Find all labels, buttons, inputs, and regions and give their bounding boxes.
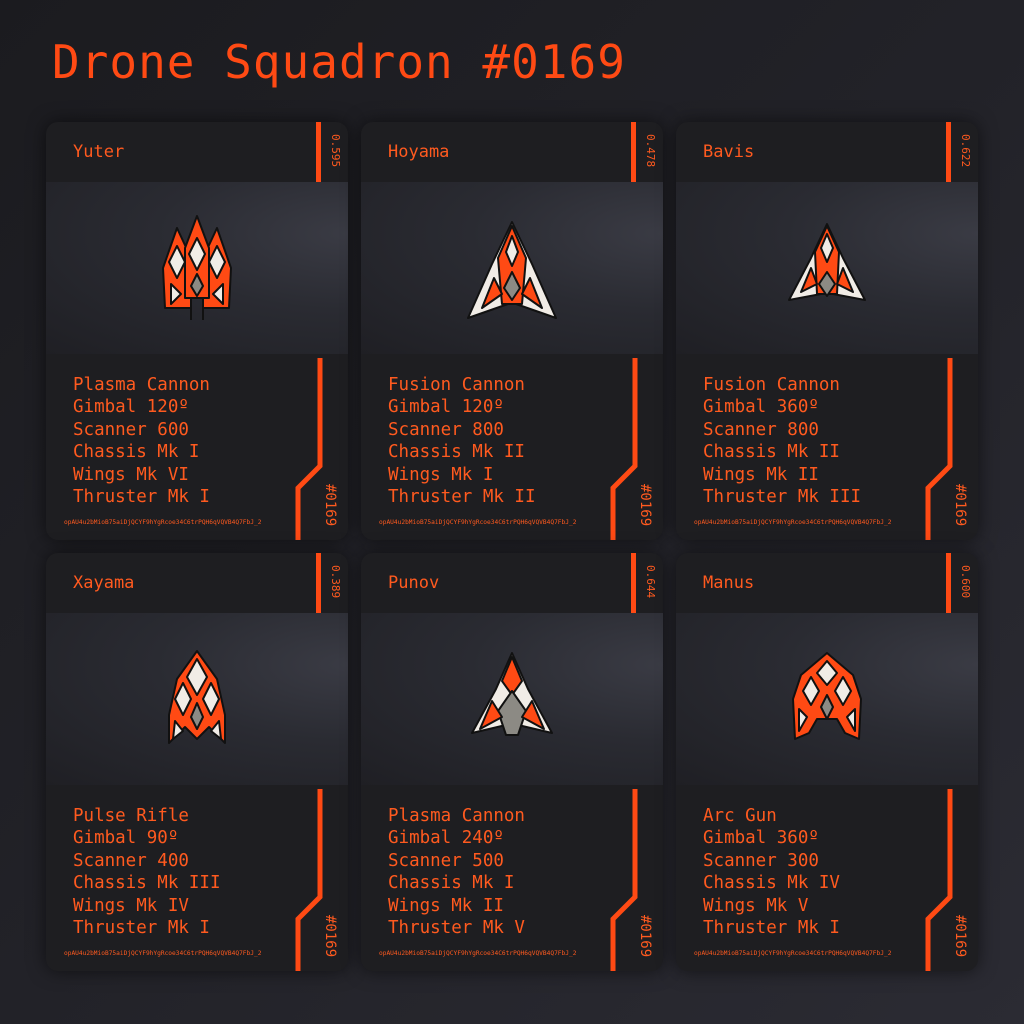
spec-gimbal: Gimbal 360º [703, 828, 819, 849]
spec-thruster: Thruster Mk I [703, 918, 840, 939]
spec-scanner: Scanner 800 [703, 419, 819, 440]
spec-thruster: Thruster Mk II [388, 487, 536, 508]
accent-bar [946, 553, 951, 613]
sprite-area [46, 182, 348, 354]
drone-name: Yuter [73, 142, 125, 162]
accent-bar [631, 122, 636, 182]
accent-bar [316, 122, 321, 182]
drone-ship-sprite [168, 650, 226, 744]
squadron-tag: #0169 [322, 484, 338, 527]
spec-weapon: Arc Gun [703, 806, 777, 826]
spec-gimbal: Gimbal 90º [73, 828, 179, 849]
drone-stat-value: 0.644 [644, 565, 657, 599]
accent-bar [946, 122, 951, 182]
spec-scanner: Scanner 300 [703, 850, 819, 871]
spec-wings: Wings Mk IV [73, 895, 189, 916]
drone-seed-code: opAU4u2bMioB75aiDjQCYF9hYgRcoe34C6trPQH6… [694, 950, 892, 957]
drone-stat-value: 0.600 [959, 565, 972, 599]
spec-gimbal: Gimbal 360º [703, 397, 819, 418]
spec-thruster: Thruster Mk I [73, 918, 210, 939]
drone-stat-value: 0.595 [329, 134, 342, 168]
squadron-tag: #0169 [952, 484, 968, 527]
drone-seed-code: opAU4u2bMioB75aiDjQCYF9hYgRcoe34C6trPQH6… [694, 519, 892, 526]
sprite-area [676, 613, 978, 785]
drone-card[interactable]: Hoyama 0.478 Fusion Cannon Gimbal 120º S… [361, 122, 663, 540]
spec-wings: Wings Mk VI [73, 464, 189, 485]
drone-stat-value: 0.622 [959, 134, 972, 168]
spec-gimbal: Gimbal 120º [73, 397, 189, 418]
spec-weapon: Plasma Cannon [388, 806, 525, 826]
spec-chassis: Chassis Mk I [388, 873, 515, 894]
drone-spec-list: Arc Gun Gimbal 360º Scanner 300 Chassis … [703, 805, 840, 939]
spec-weapon: Fusion Cannon [703, 375, 840, 395]
spec-weapon: Pulse Rifle [73, 806, 189, 826]
spec-wings: Wings Mk V [703, 895, 809, 916]
spec-scanner: Scanner 500 [388, 850, 504, 871]
spec-scanner: Scanner 600 [73, 419, 189, 440]
spec-thruster: Thruster Mk III [703, 487, 862, 508]
drone-name: Hoyama [388, 142, 450, 162]
drone-ship-sprite [788, 223, 866, 301]
spec-chassis: Chassis Mk III [73, 873, 221, 894]
drone-stat-value: 0.389 [329, 565, 342, 599]
drone-ship-sprite [471, 652, 553, 736]
drone-seed-code: opAU4u2bMioB75aiDjQCYF9hYgRcoe34C6trPQH6… [64, 519, 262, 526]
drone-spec-list: Plasma Cannon Gimbal 240º Scanner 500 Ch… [388, 805, 525, 939]
spec-thruster: Thruster Mk I [73, 487, 210, 508]
spec-chassis: Chassis Mk II [703, 442, 840, 463]
spec-chassis: Chassis Mk II [388, 442, 525, 463]
drone-name: Bavis [703, 142, 755, 162]
drone-name: Xayama [73, 573, 135, 593]
squadron-tag: #0169 [637, 915, 653, 958]
page-title: Drone Squadron #0169 [52, 35, 626, 89]
spec-chassis: Chassis Mk I [73, 442, 200, 463]
drone-card[interactable]: Yuter 0.595 Plasma Cannon Gimbal 120º Sc… [46, 122, 348, 540]
squadron-tag: #0169 [322, 915, 338, 958]
drone-stat-value: 0.478 [644, 134, 657, 168]
spec-gimbal: Gimbal 120º [388, 397, 504, 418]
drone-card[interactable]: Manus 0.600 Arc Gun Gimbal 360º Scanner … [676, 553, 978, 971]
spec-weapon: Plasma Cannon [73, 375, 210, 395]
drone-seed-code: opAU4u2bMioB75aiDjQCYF9hYgRcoe34C6trPQH6… [379, 950, 577, 957]
spec-scanner: Scanner 400 [73, 850, 189, 871]
spec-wings: Wings Mk II [388, 895, 504, 916]
drone-seed-code: opAU4u2bMioB75aiDjQCYF9hYgRcoe34C6trPQH6… [64, 950, 262, 957]
squadron-tag: #0169 [637, 484, 653, 527]
drone-card[interactable]: Bavis 0.622 Fusion Cannon Gimbal 360º Sc… [676, 122, 978, 540]
drone-ship-sprite [162, 215, 232, 320]
drone-ship-sprite [467, 221, 557, 319]
spec-wings: Wings Mk II [703, 464, 819, 485]
spec-scanner: Scanner 800 [388, 419, 504, 440]
sprite-area [361, 182, 663, 354]
accent-bar [631, 553, 636, 613]
spec-weapon: Fusion Cannon [388, 375, 525, 395]
spec-chassis: Chassis Mk IV [703, 873, 840, 894]
drone-spec-list: Fusion Cannon Gimbal 360º Scanner 800 Ch… [703, 374, 861, 508]
sprite-area [676, 182, 978, 354]
squadron-tag: #0169 [952, 915, 968, 958]
accent-bar [316, 553, 321, 613]
drone-spec-list: Plasma Cannon Gimbal 120º Scanner 600 Ch… [73, 374, 210, 508]
spec-gimbal: Gimbal 240º [388, 828, 504, 849]
drone-name: Punov [388, 573, 440, 593]
sprite-area [361, 613, 663, 785]
drone-name: Manus [703, 573, 755, 593]
drone-card[interactable]: Xayama 0.389 Pulse Rifle Gimbal 90º Scan… [46, 553, 348, 971]
drone-spec-list: Fusion Cannon Gimbal 120º Scanner 800 Ch… [388, 374, 536, 508]
spec-thruster: Thruster Mk V [388, 918, 525, 939]
drone-ship-sprite [792, 652, 862, 740]
drone-seed-code: opAU4u2bMioB75aiDjQCYF9hYgRcoe34C6trPQH6… [379, 519, 577, 526]
sprite-area [46, 613, 348, 785]
spec-wings: Wings Mk I [388, 464, 494, 485]
drone-card[interactable]: Punov 0.644 Plasma Cannon Gimbal 240º Sc… [361, 553, 663, 971]
drone-spec-list: Pulse Rifle Gimbal 90º Scanner 400 Chass… [73, 805, 221, 939]
